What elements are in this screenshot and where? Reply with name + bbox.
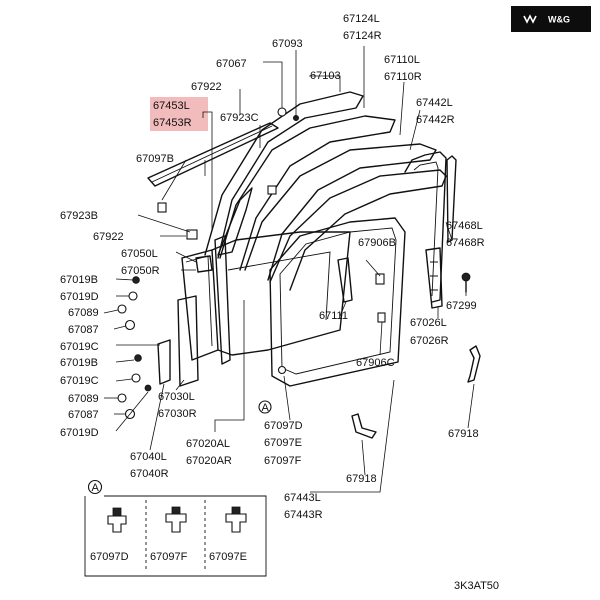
part-labels: 67124L 67124R 67093 67067 67103 67110L 6… [60, 13, 485, 521]
clip-67097d-icon [107, 507, 127, 533]
clip-67097f-icon [165, 506, 187, 533]
label-67923B: 67923B [60, 210, 98, 222]
label-67906B: 67906B [358, 237, 396, 249]
label-67093: 67093 [272, 38, 303, 50]
callout-a-panel-letter: A [92, 482, 100, 494]
label-67103: 67103 [310, 70, 341, 82]
label-67030R: 67030R [158, 408, 197, 420]
label-67097E-b: 67097E [209, 551, 247, 563]
label-67087-b: 67087 [68, 409, 99, 421]
glass-run [244, 143, 437, 281]
label-67097F-a: 67097F [264, 455, 302, 467]
label-67026R: 67026R [410, 335, 449, 347]
label-67050L: 67050L [121, 248, 158, 260]
label-67906C: 67906C [356, 357, 395, 369]
bolt-67299 [461, 272, 471, 293]
rear-sash [404, 151, 447, 303]
label-67453L: 67453L [153, 100, 190, 112]
callout-a-panel: A 67097D 67097F 67097E [84, 479, 267, 577]
label-67923C: 67923C [220, 112, 259, 124]
label-67097D-a: 67097D [264, 420, 303, 432]
label-67089-a: 67089 [68, 307, 99, 319]
door-frame-inner [219, 115, 396, 271]
label-67299: 67299 [446, 300, 477, 312]
clip-67097e-icon [225, 506, 247, 533]
label-67026L: 67026L [410, 317, 447, 329]
striker-67050 [195, 255, 213, 273]
label-67019D-a: 67019D [60, 291, 99, 303]
label-67453R: 67453R [153, 117, 192, 129]
label-67097E-a: 67097E [264, 437, 302, 449]
door-frame-outer [204, 91, 364, 259]
label-67019C-a: 67019C [60, 341, 99, 353]
label-67097F-b: 67097F [150, 551, 188, 563]
label-67087-a: 67087 [68, 324, 99, 336]
label-67442L: 67442L [416, 97, 453, 109]
label-67110R: 67110R [384, 71, 422, 83]
strip-67918-a [351, 413, 377, 439]
label-67918-a: 67918 [448, 428, 479, 440]
strip-67918-b [467, 345, 481, 383]
label-67067: 67067 [216, 58, 247, 70]
label-67443L: 67443L [284, 492, 321, 504]
highlight-67453 [150, 97, 208, 131]
label-67918-b: 67918 [346, 473, 377, 485]
label-67922-top: 67922 [191, 81, 222, 93]
label-67019D-b: 67019D [60, 427, 99, 439]
seal-67906b [375, 273, 385, 285]
brand-text: W&G [548, 15, 570, 25]
label-67020AR: 67020AR [186, 455, 232, 467]
label-67089-b: 67089 [68, 393, 99, 405]
front-pillar [181, 249, 219, 361]
hinge-67030 [177, 295, 199, 387]
door-weatherstrip [269, 217, 406, 387]
door-shell [211, 231, 351, 356]
label-67019B-b: 67019B [60, 357, 98, 369]
clip-67097b [157, 202, 167, 213]
leader-lines [103, 46, 475, 493]
label-67111: 67111 [319, 310, 348, 322]
label-67124R: 67124R [343, 30, 382, 42]
label-67468R: 67468R [446, 237, 485, 249]
label-67124L: 67124L [343, 13, 380, 25]
figure-code: 3K3AT50 [454, 580, 499, 592]
label-67040L: 67040L [130, 451, 167, 463]
label-67019B-a: 67019B [60, 274, 98, 286]
lower-seal [214, 235, 231, 365]
glass-run-inner [269, 169, 447, 291]
clip-67922 [186, 229, 198, 240]
label-67110L: 67110L [384, 54, 420, 66]
label-67050R: 67050R [121, 265, 160, 277]
seal-67906c [377, 312, 386, 323]
label-67097D-b: 67097D [90, 551, 129, 563]
label-67040R: 67040R [130, 468, 169, 480]
door-check [425, 247, 443, 309]
label-67097B: 67097B [136, 153, 174, 165]
hinge-67040 [157, 339, 171, 385]
label-67922-mid: 67922 [93, 231, 124, 243]
callout-a-drawing: A [262, 402, 270, 414]
label-67443R: 67443R [284, 509, 323, 521]
label-67468L: 67468L [446, 220, 483, 232]
regulator [337, 257, 353, 303]
brand-logo-icon [523, 14, 537, 24]
label-67442R: 67442R [416, 114, 455, 126]
label-67020AL: 67020AL [186, 438, 230, 450]
label-67019C-b: 67019C [60, 375, 99, 387]
belt-molding [147, 122, 279, 187]
brand-badge: W&G [511, 6, 591, 32]
label-67030L: 67030L [158, 391, 195, 403]
